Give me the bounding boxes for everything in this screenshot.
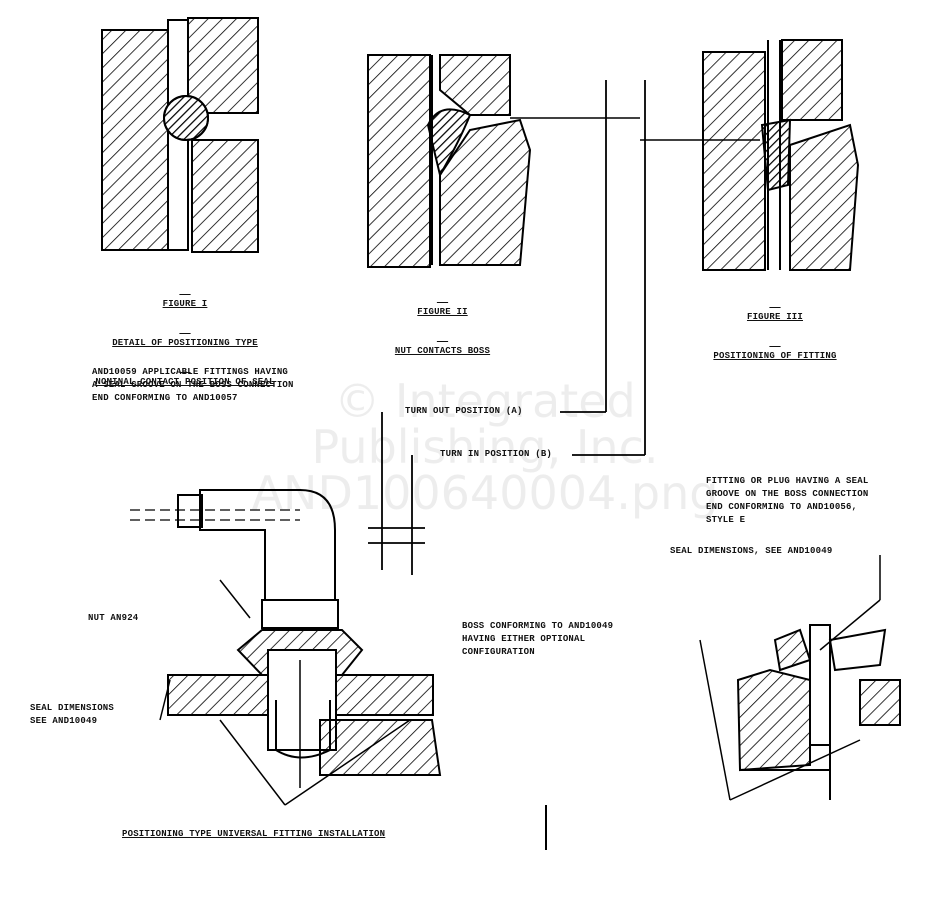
figure-2-subtitle: NUT CONTACTS BOSS (394, 346, 491, 356)
figure-1-subtitle-2: NOMINAL CONTACT POSITION OF SEAL (95, 377, 275, 387)
plug-fitting-drawing (699, 555, 901, 801)
watermark: © Integrated Publishing, Inc. AND1006400… (251, 374, 719, 520)
installation-drawing (130, 489, 547, 850)
figure-3-drawing (702, 39, 860, 271)
installation-caption: POSITIONING TYPE UNIVERSAL FITTING INSTA… (122, 829, 386, 839)
figure-2-drawing (367, 54, 760, 268)
nut-label: NUT AN924 (88, 613, 139, 623)
turn-in-position-label: TURN IN POSITION (B) (440, 449, 553, 459)
figure-3-subtitle: POSITIONING OF FITTING (713, 351, 837, 361)
turn-out-position-label: TURN OUT POSITION (A) (405, 406, 523, 416)
turn-position-leaders (368, 80, 646, 575)
plug-note: FITTING OR PLUG HAVING A SEAL GROOVE ON … (706, 476, 869, 525)
figure-1-drawing (101, 17, 259, 253)
figure-1-title: FIGURE I (162, 299, 208, 309)
figure-2-caption: FIGURE II NUT CONTACTS BOSS (375, 280, 510, 371)
figure-3-title: FIGURE III (746, 312, 803, 322)
fittings-note: AND10059 APPLICABLE FITTINGS HAVING A SE… (92, 367, 294, 403)
figure-2-title: FIGURE II (417, 307, 468, 317)
figure-1-caption: FIGURE I DETAIL OF POSITIONING TYPE NOMI… (95, 272, 275, 402)
figure-3-caption: FIGURE III POSITIONING OF FITTING (690, 285, 860, 376)
seal-dimensions-left-label: SEAL DIMENSIONS SEE AND10049 (30, 703, 115, 726)
boss-note: BOSS CONFORMING TO AND10049 HAVING EITHE… (462, 621, 614, 657)
figure-1-subtitle: DETAIL OF POSITIONING TYPE (112, 338, 258, 348)
seal-dimensions-right-label: SEAL DIMENSIONS, SEE AND10049 (670, 546, 833, 556)
